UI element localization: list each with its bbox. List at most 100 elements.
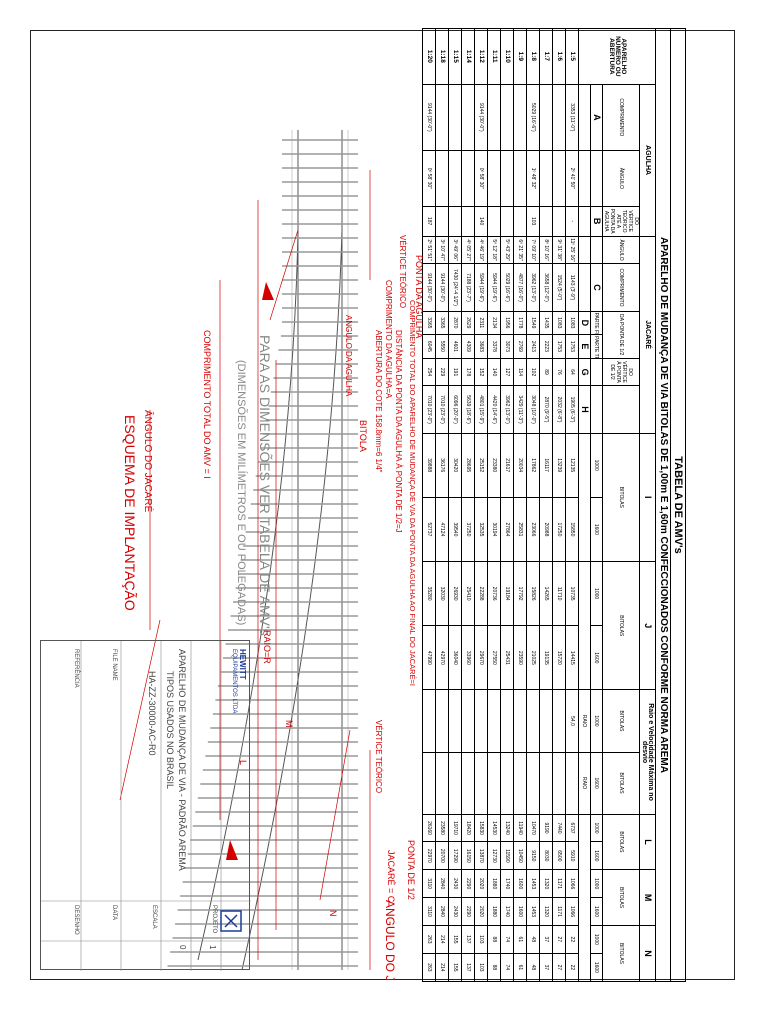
header-M-1600: 1600 [590, 897, 603, 926]
table-cell-n: 1:11 [487, 28, 501, 85]
table-cell-M2: 2020 [474, 897, 488, 926]
table-cell-M1: 1880 [487, 869, 501, 898]
table-cell-N1: 155 [448, 925, 462, 954]
table-cell-A [461, 84, 475, 151]
referencia-label: REFERÊNCIA [73, 649, 79, 688]
header-G: G [578, 358, 591, 386]
table-cell-G: 127 [500, 358, 514, 386]
header-I-1600: 1600 [590, 497, 603, 562]
table-cell-D: 1083 [552, 311, 566, 335]
n-label: N [328, 910, 338, 917]
table-cell-M1: 1320 [539, 869, 553, 898]
table-cell-R1 [500, 689, 514, 753]
table-cell-I1: 23380 [487, 433, 501, 498]
diverging-rail-right [241, 229, 343, 971]
vertice-teorico2-label: VÉRTICE TEÓRICO [374, 720, 383, 793]
sheet-frame [30, 30, 735, 980]
table-cell-M1: 2020 [474, 869, 488, 898]
table-cell-E: 1753 [565, 334, 579, 359]
distancia-label: DISTÂNCIA DA PONTA DA AGULHA À PONTA DE … [394, 330, 403, 533]
projeto-label: PROJETO [211, 905, 217, 934]
table-cell-M2: 1453 [526, 897, 540, 926]
table-cell-L2: 8030 [539, 841, 553, 870]
table-cell-I1: 21617 [500, 433, 514, 498]
table-cell-E: 2769 [513, 334, 527, 359]
title-block-grid [41, 641, 251, 971]
table-cell-D: 3365 [435, 311, 449, 335]
header-M: M [639, 869, 656, 926]
header-A: A [590, 84, 603, 151]
table-cell-G: 102 [526, 358, 540, 386]
angulo-jacare-b-label: ANGULO DO JACARÉ = B [383, 900, 398, 980]
table-cell-J1: 25410 [461, 561, 475, 626]
table-cell-ang_jac: 11º 25' 16" [565, 236, 579, 264]
dimensoes-em-label: (DIMENSÕES EM MILÍMETROS E OU POLEGADAS) [235, 360, 248, 625]
table-cell-H: 2032 (6'-8") [552, 385, 566, 434]
table-cell-R1 [448, 689, 462, 753]
table-cell-L1: 9190 [539, 814, 553, 842]
table-cell-L2: 6500 [552, 841, 566, 870]
header-bitolas-L: BITOLAS [602, 814, 640, 870]
table-cell-ang_jac: 7º 09' 10" [526, 236, 540, 264]
table-cell-I2: 25831 [513, 497, 527, 562]
table-cell-R1: 54,0 [565, 689, 579, 753]
table-cell-C: 5944 (19'-6") [474, 263, 488, 312]
table-cell-E: 2413 [526, 334, 540, 359]
data-label: DATA [111, 905, 117, 921]
table-cell-I2: 17250 [552, 497, 566, 562]
table-cell-N2: 61 [513, 953, 527, 982]
table-cell-J2: 36040 [448, 625, 462, 690]
table-cell-M1: 1453 [526, 869, 540, 898]
header-B: B [590, 206, 603, 237]
track-drawing: BITOLA PONTA DA AGULHA VÉRTICE TEÓRICO C… [30, 30, 424, 980]
table-cell-J1: 15826 [526, 561, 540, 626]
table-cell-C: 5944 (19'-6") [487, 263, 501, 312]
table-cell-B [539, 206, 553, 237]
table-cell-G: 254 [422, 358, 436, 386]
header-raio-vel: Raio e Velocidade Máxima no desvio [639, 689, 656, 815]
drawing-title: APARELHO DE MUDANÇA DE VIA - PADRÃO AREM… [177, 649, 187, 871]
table-cell-n: 1:14 [461, 28, 475, 85]
comprimento-amv-text: COMPRIMENTO TOTAL DO AMV = I [202, 330, 212, 479]
table-cell-L2: 22970 [422, 841, 436, 870]
table-cell-R2 [565, 752, 579, 815]
table-cell-I2: 30194 [487, 497, 501, 562]
desenho-label: DESENHO [73, 905, 79, 935]
header-comprimento: COMPRIMENTO [602, 84, 640, 151]
header-I: I [639, 433, 656, 562]
table-cell-R2 [500, 752, 514, 815]
table-cell-G: 114 [513, 358, 527, 386]
table-cell-C: 1143 (3'-9") [565, 263, 579, 312]
table-cell-I2: 20988 [539, 497, 553, 562]
table-cell-L2: 5910 [565, 841, 579, 870]
table-cell-E: 6045 [422, 334, 436, 359]
raio-label: RAIO=R [262, 630, 272, 664]
table-cell-J2: 29670 [474, 625, 488, 690]
l-text: L [238, 760, 248, 765]
table-cell-n: 1:12 [474, 28, 488, 85]
angulo-jacare-text: ÂNGULO DO JACARÉ [142, 410, 155, 513]
table-cell-J1: 20736 [487, 561, 501, 626]
header-L-1000: 1000 [590, 814, 603, 842]
table-cell-M2: 1066 [565, 897, 579, 926]
table-cell-N1: 27 [552, 925, 566, 954]
escala-label: ESCALA [151, 905, 157, 929]
table-cell-R1 [513, 689, 527, 753]
table-cell-N1: 22 [565, 925, 579, 954]
table-cell-L2: 9150 [526, 841, 540, 870]
table-cell-I1: 16117 [539, 433, 553, 498]
table-cell-J1: 19184 [500, 561, 514, 626]
table-cell-N2: 214 [435, 953, 449, 982]
vertice-teorico-label: VÉRTICE TEÓRICO [398, 235, 407, 308]
table-cell-n: 1:7 [539, 28, 553, 85]
header-raio-1000: RAIO [578, 689, 591, 753]
table-cell-ang_ag [448, 150, 462, 207]
table-cell-B [513, 206, 527, 237]
table-cell-J2: 21025 [526, 625, 540, 690]
table-cell-B: - [565, 206, 579, 237]
table-cell-G: 89 [539, 358, 553, 386]
table-cell-L1: 15830 [474, 814, 488, 842]
table-cell-ang_ag: 0º 58' 30" [474, 150, 488, 207]
